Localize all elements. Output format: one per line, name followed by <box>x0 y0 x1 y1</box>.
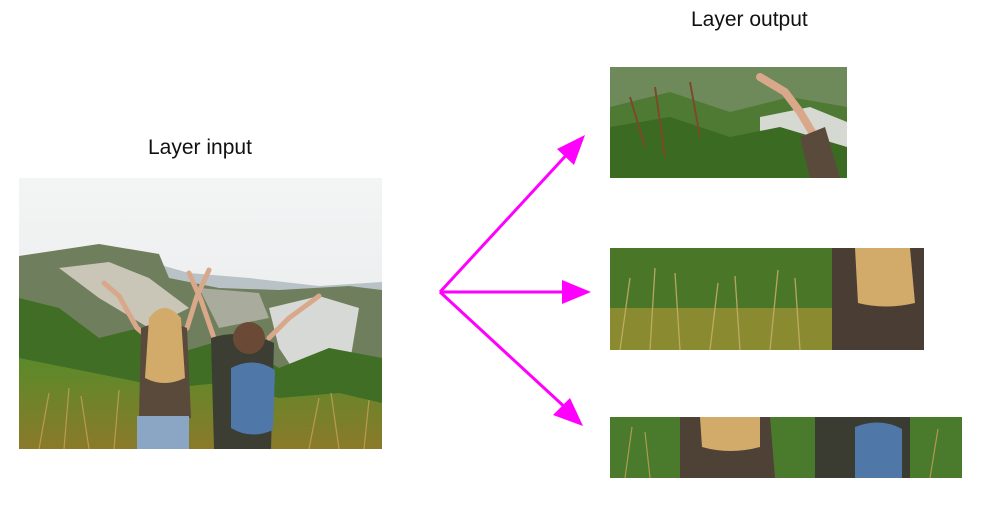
output-crop-2-illustration <box>610 248 924 350</box>
layer-output-image-3 <box>610 417 962 478</box>
arrow-to-output-2 <box>440 280 591 304</box>
arrow-to-output-3 <box>438 290 583 426</box>
output-crop-3-illustration <box>610 417 962 478</box>
input-photo-illustration <box>19 178 382 449</box>
output-crop-1-illustration <box>610 67 847 178</box>
layer-input-label: Layer input <box>148 136 252 159</box>
layer-output-image-1 <box>610 67 847 178</box>
layer-output-label: Layer output <box>691 8 808 31</box>
layer-output-image-2 <box>610 248 924 350</box>
layer-input-image <box>19 178 382 449</box>
arrow-to-output-1 <box>438 135 585 294</box>
